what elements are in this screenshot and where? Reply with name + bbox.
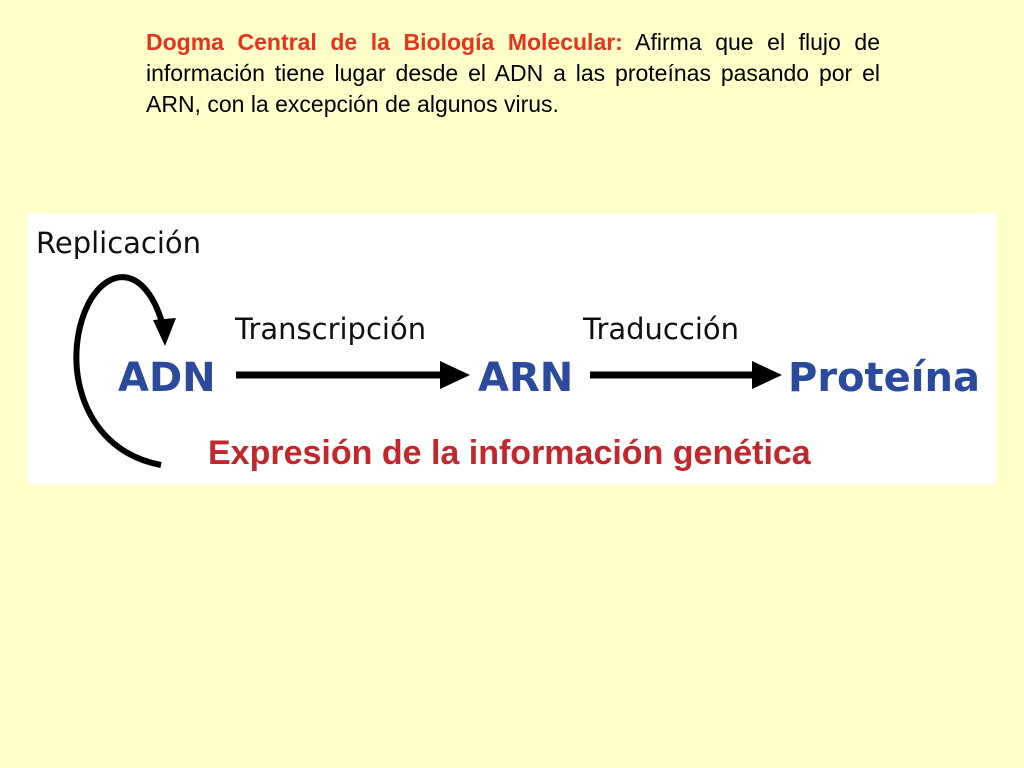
transcription-label: Transcripción bbox=[234, 312, 426, 346]
node-rna: ARN bbox=[478, 355, 573, 401]
replication-arrowhead bbox=[153, 318, 176, 346]
replication-loop-arrow bbox=[73, 274, 166, 468]
translation-arrowhead bbox=[752, 361, 782, 389]
node-protein: Proteína bbox=[788, 355, 980, 401]
intro-paragraph: Dogma Central de la Biología Molecular: … bbox=[146, 27, 880, 120]
replication-label: Replicación bbox=[36, 226, 201, 260]
diagram-canvas: Replicación Transcripción Traducción ADN… bbox=[36, 226, 980, 472]
transcription-arrowhead bbox=[440, 361, 470, 389]
intro-term: Dogma Central de la Biología Molecular: bbox=[146, 29, 623, 55]
central-dogma-diagram: Replicación Transcripción Traducción ADN… bbox=[28, 213, 996, 485]
translation-label: Traducción bbox=[582, 312, 739, 346]
diagram-caption: Expresión de la información genética bbox=[208, 434, 812, 472]
node-dna: ADN bbox=[118, 355, 216, 401]
intro-text: Afirma que el flujo de información tiene… bbox=[146, 29, 880, 117]
